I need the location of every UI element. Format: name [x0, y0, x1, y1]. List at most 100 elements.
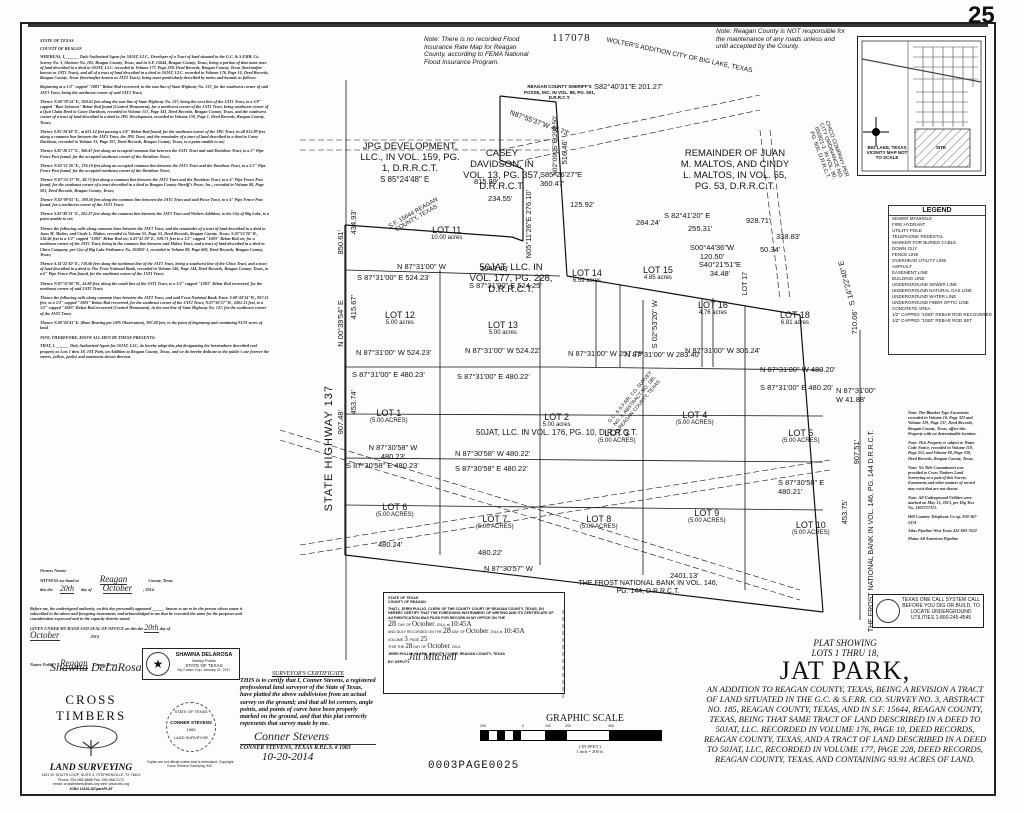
flood-note: Note: There is no recorded Flood Insuran… [424, 36, 529, 66]
note-atlas: Atlas Pipeline West Texas 432-683-7622 [908, 527, 977, 533]
filed-time: 10:45A [450, 620, 472, 629]
recorded-day: 28 [442, 626, 451, 636]
job-number: JOB# 13181JATparkPLAT [69, 786, 113, 791]
bearing: N 87°31'00" W 257.79' [568, 349, 644, 358]
bearing: S 87°31'00" E 524.25' [469, 281, 542, 290]
that-i-paragraph: THAT, I, ______ Duly Authorized Agent fo… [40, 343, 269, 359]
bearing: N 87°31'00" W 524.23' [356, 348, 432, 357]
dedication-paragraph: Thence S.85°26'27"E., 360.47 feet along … [40, 148, 264, 159]
lot-1-label: LOT 1(5.00 ACRES) [370, 408, 408, 424]
bearing: 815.89' [474, 177, 499, 186]
lot-7-label: LOT 7(5.00 ACRES) [476, 514, 514, 530]
lot-4-label: LOT 4(5.00 ACRES) [676, 410, 714, 426]
north-arrow-icon [863, 117, 889, 147]
now-therefore: NOW, THEREFORE, KNOW ALL MEN BY THESE PR… [40, 335, 156, 341]
owner-frost-bottom: THE FROST NATIONAL BANK IN VOL. 146, PG.… [578, 580, 718, 595]
witness-county-value: Reagan [99, 574, 128, 586]
month-value: October [102, 583, 133, 595]
bearing: N 87°31'00" W 283.40' [625, 350, 701, 359]
title-line1: PLAT SHOWING [813, 638, 877, 648]
one-call-logo-icon [876, 599, 900, 623]
bearing: S 02°53'20" W [650, 300, 659, 349]
owner-50jat-177: 50JAT, LLC. IN VOL. 177, PG. 228, D.R.R.… [469, 262, 553, 295]
vicinity-caption: BIG LAKE, TEXAS VICINITY MAP NOT TO SCAL… [866, 145, 908, 160]
bearing: S 87°31'00" E 480.20' [760, 383, 833, 392]
bearing: N 87°30'58" W 480.22' [455, 449, 531, 458]
notary-text: Before me, the undersigned authority, on… [30, 606, 243, 622]
bearing: N 87°30'58" W 480.23' [368, 443, 418, 461]
document-id: 117078 [552, 32, 591, 44]
given-day-value: 20th [144, 622, 159, 633]
legend-item: FIRE HYDRANT [892, 222, 926, 227]
company-phone: Phone: 254-965-8686 Fax: 254-968-2172 [57, 777, 125, 782]
owners-notary: Owners Notary WITNESS my hand at Reagan … [40, 568, 270, 595]
lot-9-label: LOT 9(5.00 ACRES) [688, 508, 726, 524]
this-the-label: this the [40, 587, 53, 593]
survey-date: 10-20-2014 [262, 751, 314, 764]
bearing: N 87°31'00" W 524.22' [465, 346, 541, 355]
bearing: N 00°39'54" E [336, 300, 345, 347]
dedication-paragraph: Thence S.82°40'31"E., 201.27 feet along … [40, 211, 270, 222]
bearing: 516.46' [560, 140, 569, 165]
legend-item: TELEPHONE PEDESTAL [892, 234, 944, 239]
bearing: S 87°30'58" E 480.23' [346, 461, 419, 470]
bearing: S40°21'51"E 34.48' [698, 260, 742, 278]
given-month-value: October [30, 629, 60, 641]
legend-item: OVERHEAD UTILITY LINE [892, 258, 947, 263]
bearing: S 87°30'58" E 480.22' [455, 464, 528, 473]
highway-label: STATE HIGHWAY 137 [323, 385, 335, 512]
witness-day: 28 [405, 642, 413, 651]
legend-item: EASEMENT LINE [892, 270, 928, 275]
lot-10-label: LOT 10(5.00 ACRES) [792, 520, 830, 536]
given-day-of-label: day of [159, 625, 171, 631]
dedication-paragraph: Thence S.14°22'40"E., 710.06 feet along … [40, 260, 269, 277]
legend-item: UNDERGROUND FIBER OPTIC LINE [892, 300, 969, 305]
scale-bar: 200 0 100 200 400 [480, 724, 670, 741]
bearing: S82°40'31"E 201.27' [594, 82, 663, 91]
witness-label: WITNESS my hand at [40, 578, 79, 584]
clerk-volume: 3 [404, 634, 408, 643]
clerk-state: STATE OF TEXAS [388, 596, 419, 600]
bearing: N 87°31'00" W 41.88' [836, 386, 876, 404]
owner-sheriff: REAGAN COUNTY SHERIFF'S POSSE, INC. IN V… [523, 84, 596, 100]
bearing: S 85°24'48" E [380, 175, 430, 184]
legend-item: FENCE LINE [892, 252, 919, 257]
star-seal-icon: ★ [146, 652, 170, 676]
notary-block: Before me, the undersigned authority, on… [30, 606, 250, 674]
bearing: S 87°30'58" E 480.21' [778, 478, 825, 496]
dedication-paragraph: Thence N.02°09'05"E., 208.50 feet along … [40, 196, 263, 208]
subdivision-name: JAT PARK, [779, 656, 911, 685]
lot-5-label: LOT 5(5.00 ACRES) [782, 428, 820, 444]
scale-ratio: 1 inch = 200 ft. [576, 749, 604, 754]
dedication-paragraph: Thence N.00°39'54"E., 850.61 feet along … [40, 98, 269, 125]
bearing: 907.51' [852, 440, 861, 465]
legend-item: UTILITY POLE [892, 228, 922, 233]
notary-signature: Shawna DeLaRosa [50, 660, 142, 674]
copyright-note: Copies are not official unless seal is e… [146, 760, 234, 768]
dedication-block: STATE OF TEXAS COUNTY OF REAGAN WHEREAS,… [40, 38, 270, 359]
surveyor-signature: Conner Stevens [240, 729, 376, 746]
right-notes: Note: The Blanket Type Easements recorde… [908, 410, 978, 541]
note-easements: Note: The Blanket Type Easements recorde… [908, 410, 977, 436]
owners-notary-label: Owners Notary [40, 568, 67, 573]
dedication-whereas: WHEREAS, I, ______ Duly Authorized Agent… [40, 54, 269, 81]
seal-name: SHAWNA DELAROSA [175, 652, 233, 658]
title-description: AN ADDITION TO REAGAN COUNTY, TEXAS, BEI… [703, 684, 987, 764]
bearing: 50.34' [760, 245, 781, 254]
bearing: N 87°31'00" W [397, 262, 446, 271]
cross-timbers-logo: CROSS TIMBERS LAND SURVEYING 1401 W. SOU… [36, 692, 146, 791]
seal-line: Notary Public [192, 658, 216, 663]
notary-seal: ★ SHAWNA DELAROSA Notary Public STATE OF… [142, 648, 240, 680]
owner-jpg: JPG DEVELOPMENT, LLC., IN VOL. 159, PG. … [360, 141, 460, 174]
bearing: 255.31' [688, 224, 713, 233]
bearing: 2401.13' [670, 571, 699, 580]
notary-county-suffix: County, Texas [92, 662, 118, 668]
